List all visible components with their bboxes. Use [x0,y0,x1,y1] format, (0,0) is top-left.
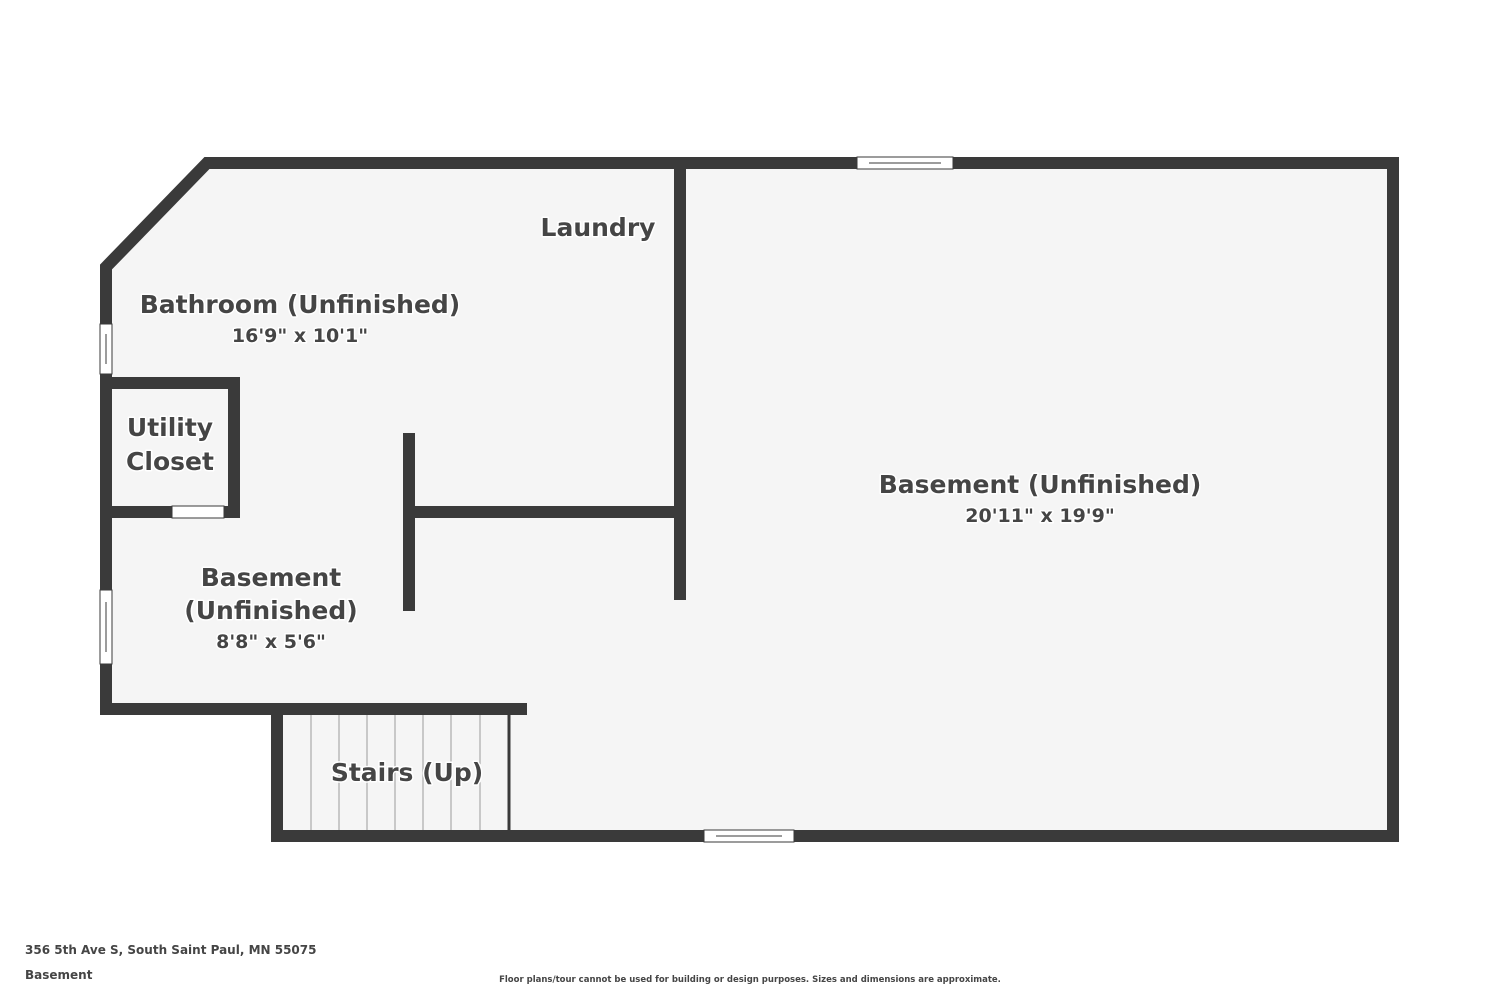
window-left-upper [99,323,113,375]
utility-closet-wall [100,377,240,518]
bathroom-dims: 16'9" x 10'1" [232,325,368,347]
closet-door-opening [171,505,225,519]
stair-treads [310,715,481,830]
basement-small-label-line1: Basement [201,563,342,592]
window-bottom [703,829,795,843]
window-top [856,156,954,170]
bathroom-label: Bathroom (Unfinished) [140,290,460,319]
disclaimer-text: Floor plans/tour cannot be used for buil… [499,975,1001,985]
basement-small-label-line2: (Unfinished) [184,596,357,625]
property-address: 356 5th Ave S, South Saint Paul, MN 5507… [25,943,317,957]
laundry-label: Laundry [541,213,656,242]
floor-name: Basement [25,968,93,982]
utility-closet-label-line1: Utility [127,413,213,442]
basement-main-dims: 20'11" x 19'9" [965,505,1114,527]
stairs-label: Stairs (Up) [331,758,483,787]
window-left-lower [99,589,113,665]
utility-closet-label-line2: Closet [126,447,214,476]
basement-main-label: Basement (Unfinished) [879,470,1202,499]
floor-area [106,163,1393,836]
basement-small-dims: 8'8" x 5'6" [216,631,326,653]
